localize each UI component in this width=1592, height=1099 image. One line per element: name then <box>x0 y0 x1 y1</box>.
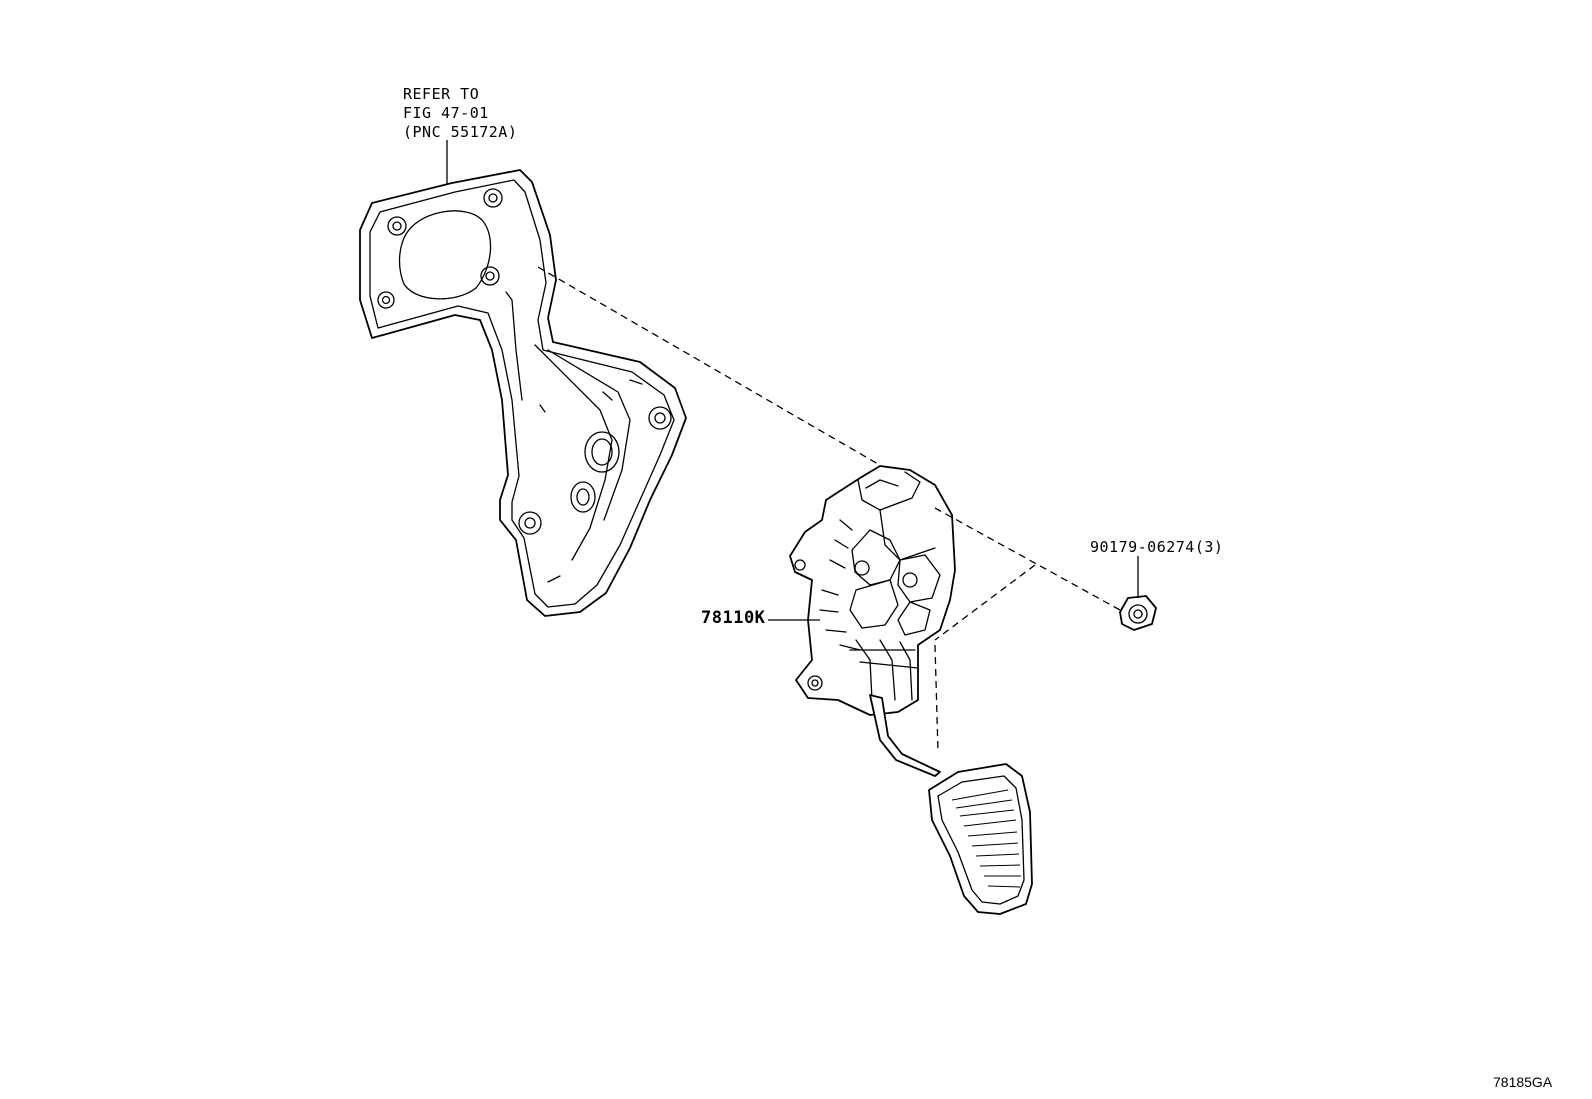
nut-part <box>1119 595 1157 631</box>
part-label-pedal: 78110K <box>701 608 766 628</box>
leader-lines <box>446 140 1139 621</box>
refer-note-line-2: FIG 47-01 <box>403 104 489 122</box>
refer-note-line-3: (PNC 55172A) <box>403 123 518 141</box>
part-label-nut: 90179-06274(3) <box>1090 538 1224 556</box>
accelerator-pedal-assembly <box>789 465 1033 915</box>
refer-note-line-1: REFER TO <box>403 85 480 103</box>
refer-note: REFER TO FIG 47-01 (PNC 55172A) <box>403 85 517 142</box>
figure-id: 78185GA <box>1493 1074 1553 1090</box>
assembly-dashed-lines <box>537 266 1121 753</box>
pedal-support-bracket <box>359 169 687 617</box>
